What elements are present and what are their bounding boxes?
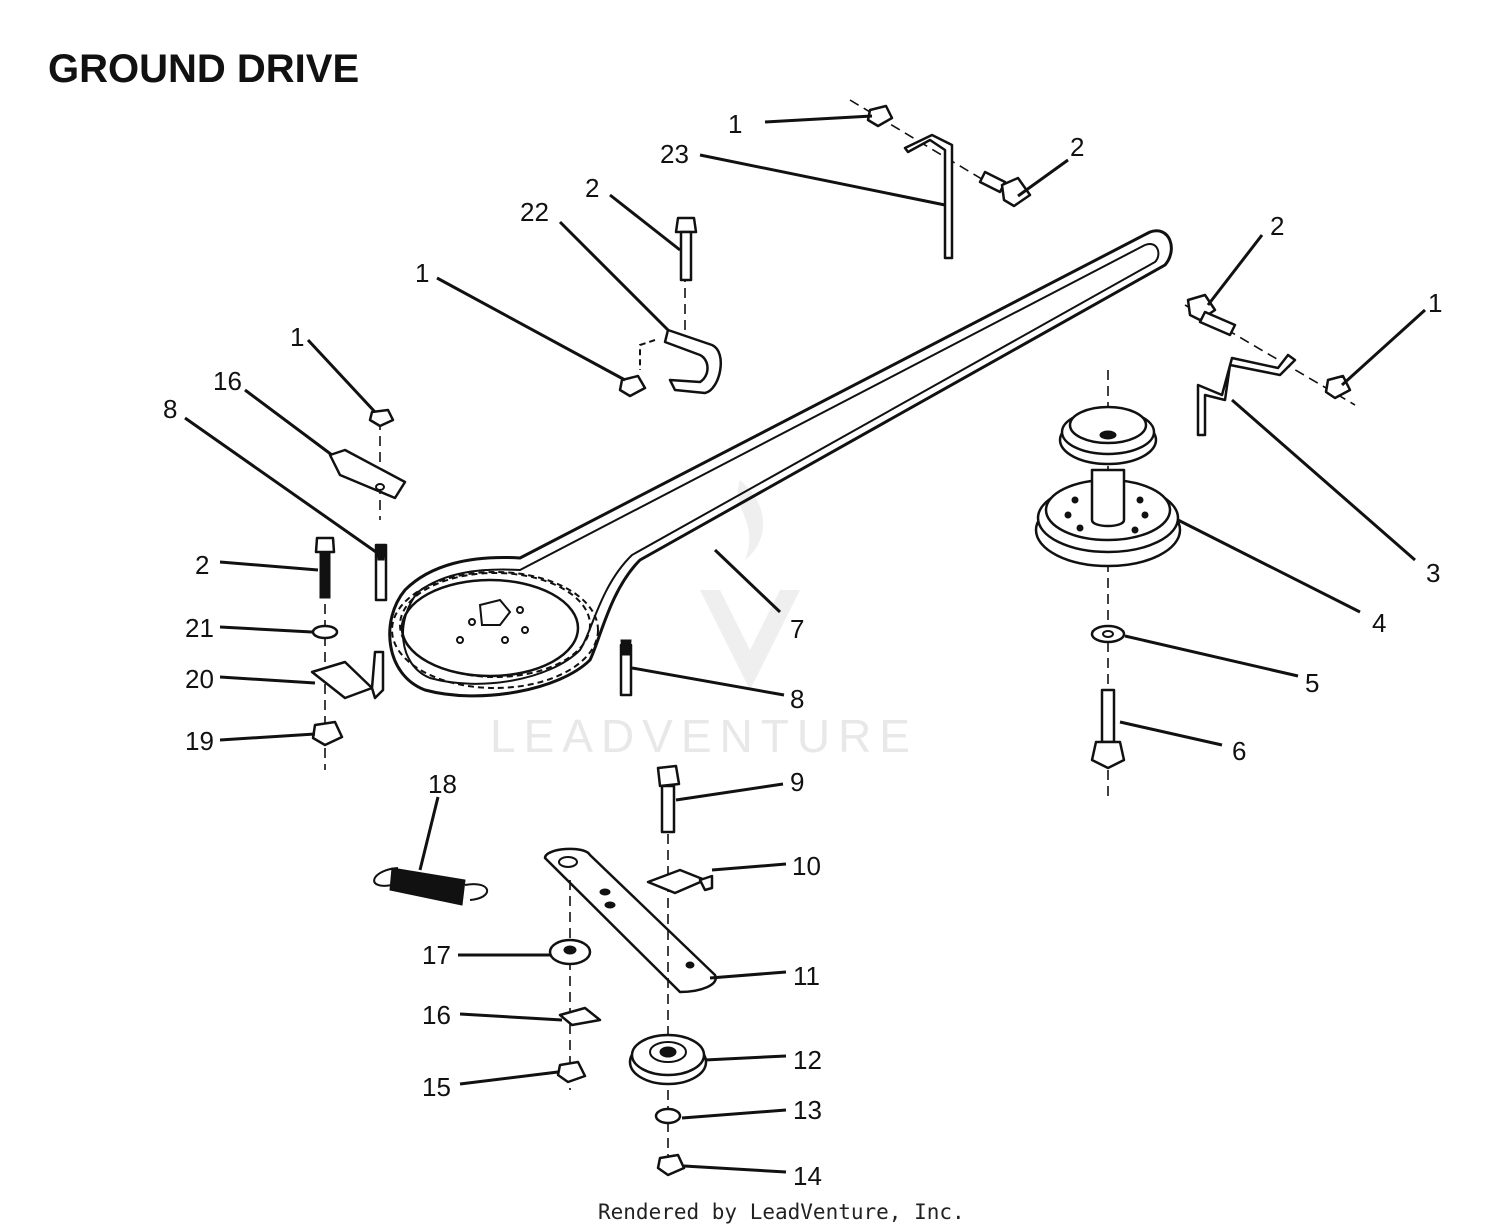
belt-guide-23 xyxy=(849,99,1032,260)
callout-19: 19 xyxy=(185,726,214,756)
callout-7: 7 xyxy=(790,614,804,644)
callout-2-right: 2 xyxy=(1270,211,1284,241)
bolt-2-left xyxy=(314,536,336,770)
nut-19 xyxy=(311,720,344,747)
bolt-9 xyxy=(656,764,681,1170)
callout-9: 9 xyxy=(790,767,804,797)
page-title: GROUND DRIVE xyxy=(48,47,359,91)
watermark-text: LEADVENTURE xyxy=(490,710,918,762)
callout-6: 6 xyxy=(1232,736,1246,766)
leader-lines xyxy=(184,114,1427,1174)
callout-11: 11 xyxy=(793,961,820,991)
callout-2-top-right: 2 xyxy=(1070,132,1084,162)
callout-17: 17 xyxy=(422,940,451,970)
bracket-16-upper xyxy=(328,408,407,520)
callout-8-left: 8 xyxy=(163,394,177,424)
stud-8-left xyxy=(374,543,388,602)
bracket-20 xyxy=(310,650,385,700)
spring-18 xyxy=(373,867,489,906)
callout-13: 13 xyxy=(793,1095,822,1125)
callout-2-left: 2 xyxy=(195,550,209,580)
callout-4: 4 xyxy=(1372,608,1386,638)
stud-8-center xyxy=(619,639,633,697)
washer-13 xyxy=(654,1107,682,1125)
callout-23: 23 xyxy=(660,139,689,169)
belt-guide-3 xyxy=(1184,293,1356,437)
washer-21 xyxy=(311,624,339,640)
callout-5: 5 xyxy=(1305,668,1319,698)
callout-1-right: 1 xyxy=(1428,288,1442,318)
drive-belt xyxy=(388,229,1173,698)
idler-arm-11 xyxy=(543,847,717,994)
callout-1-upper: 1 xyxy=(415,258,429,288)
nut-1-upper xyxy=(618,374,647,398)
callout-16-lower: 16 xyxy=(422,1000,451,1030)
callout-10: 10 xyxy=(792,851,821,881)
watermark: LEADVENTURE xyxy=(490,480,918,762)
callout-21: 21 xyxy=(185,613,214,643)
callout-15: 15 xyxy=(422,1072,451,1102)
callout-labels: 1 23 2 2 1 3 4 5 6 2 22 1 1 16 8 2 21 20… xyxy=(163,109,1442,1191)
bolt-6 xyxy=(1090,688,1126,770)
callout-12: 12 xyxy=(793,1045,822,1075)
transmission-pulley-4 xyxy=(1034,370,1182,800)
callout-20: 20 xyxy=(185,664,214,694)
callout-8-center: 8 xyxy=(790,684,804,714)
bolt-2-upper xyxy=(674,216,698,282)
callout-1-left: 1 xyxy=(290,322,304,352)
bracket-16-lower xyxy=(558,1006,602,1027)
callout-3: 3 xyxy=(1426,558,1440,588)
callout-16-upper: 16 xyxy=(213,366,242,396)
washer-5 xyxy=(1090,624,1126,644)
idler-pulley-12 xyxy=(628,1033,708,1086)
footer-credit: Rendered by LeadVenture, Inc. xyxy=(598,1200,965,1224)
callout-18: 18 xyxy=(428,769,457,799)
callout-2-upper: 2 xyxy=(585,173,599,203)
nut-15 xyxy=(556,1060,587,1084)
washer-17 xyxy=(548,880,592,1090)
bracket-10 xyxy=(646,868,714,895)
callout-14: 14 xyxy=(793,1161,822,1191)
callout-1-top: 1 xyxy=(728,109,742,139)
callout-22: 22 xyxy=(520,197,549,227)
nut-14 xyxy=(656,1153,686,1177)
belt-guide-22 xyxy=(639,240,722,395)
